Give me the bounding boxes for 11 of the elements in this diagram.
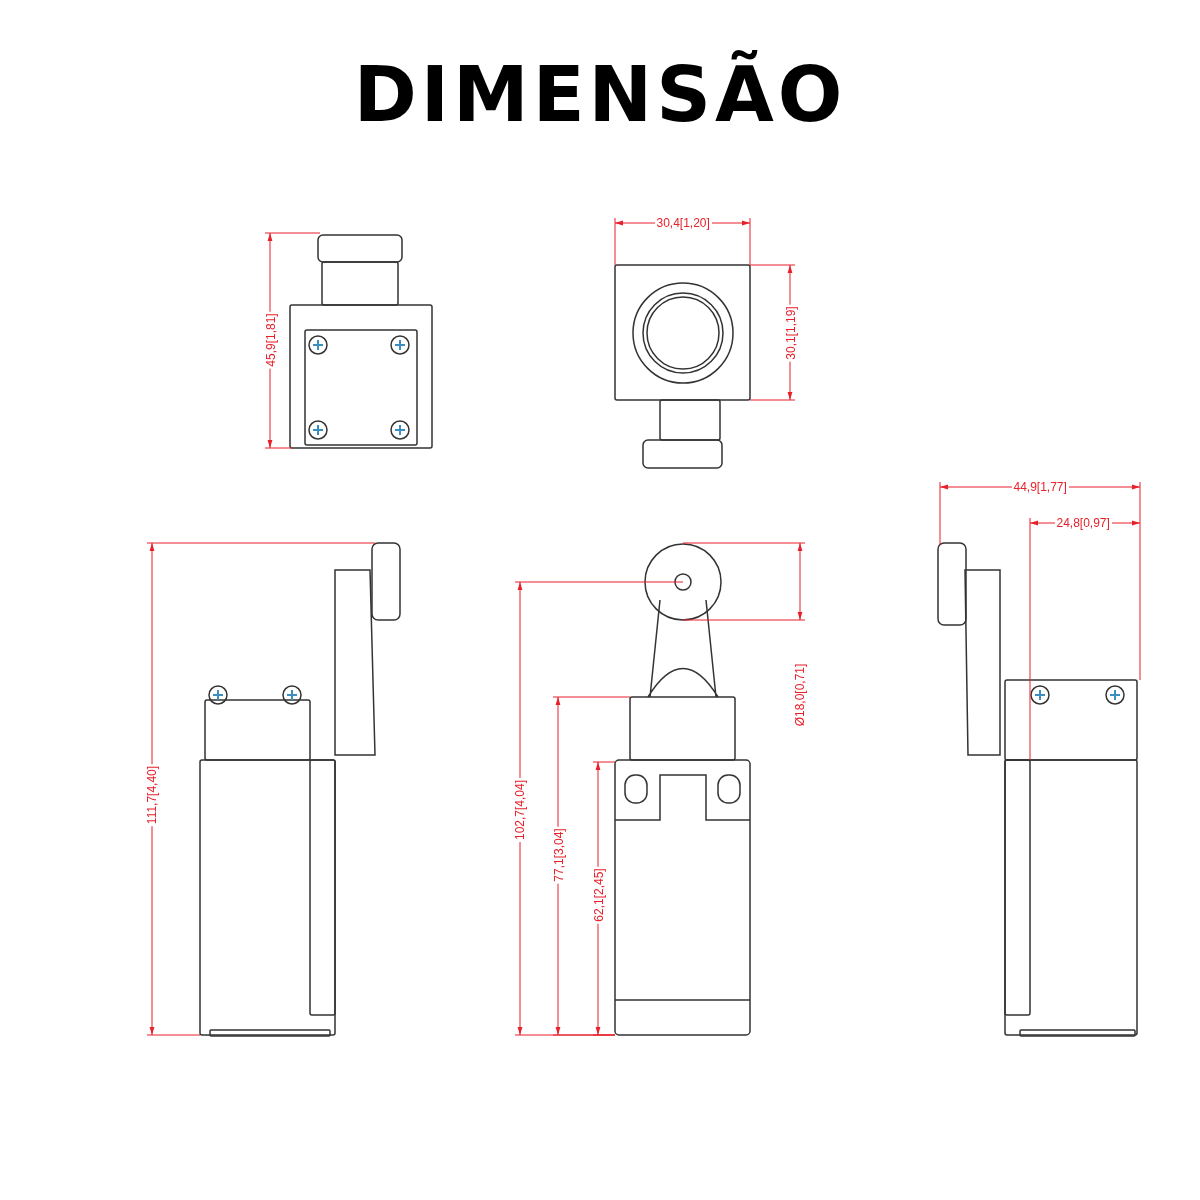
dimension-label: 102,7[4,04] <box>513 777 528 843</box>
dimension-label: 77,1[3,04] <box>551 826 566 884</box>
dimension-label: 30,1[1,19] <box>783 304 798 362</box>
dimension-label: Ø18,0[0,71] <box>792 661 807 729</box>
dimension-label: 111,7[4,40] <box>145 763 160 827</box>
dimension-label: 30,4[1,20] <box>654 216 712 230</box>
title: DIMENSÃO <box>352 50 848 139</box>
dimension-label: 24,8[0,97] <box>1054 516 1112 530</box>
dimension-label: 45,9[1,81] <box>263 311 278 369</box>
dimension-label: 62,1[2,45] <box>591 866 606 924</box>
dimension-label: 44,9[1,77] <box>1011 480 1069 494</box>
